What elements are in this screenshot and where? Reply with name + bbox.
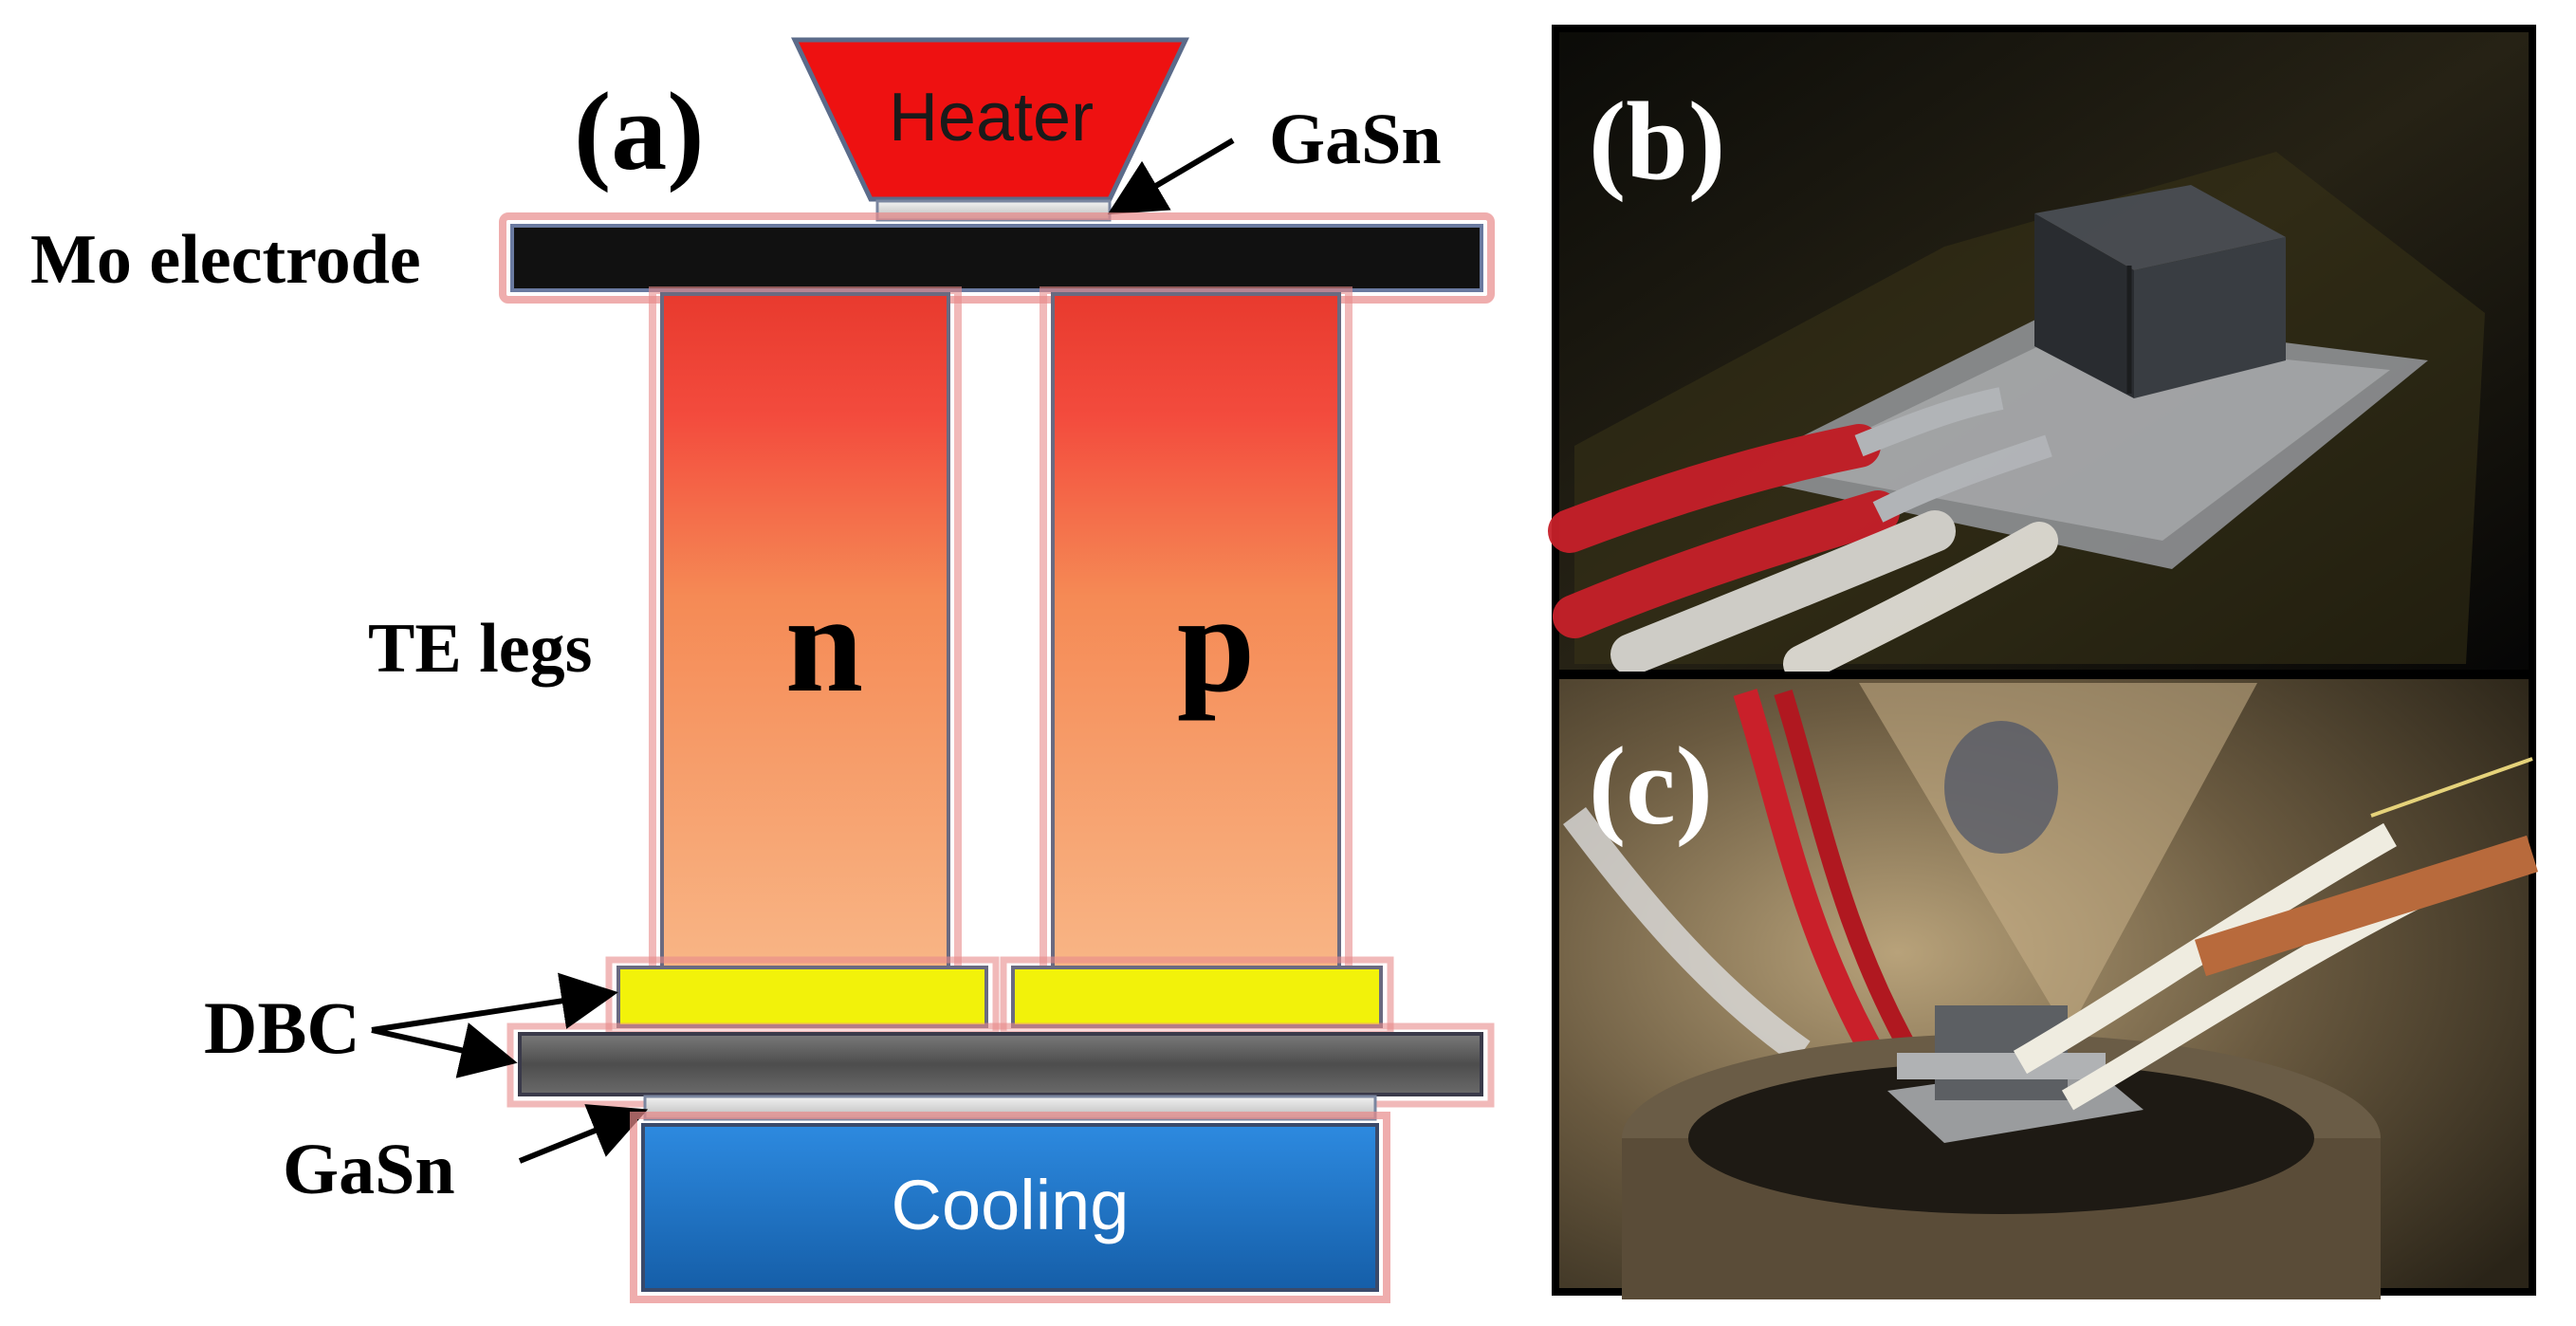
te-legs-label: TE legs [368, 610, 592, 688]
n-leg-label: n [785, 566, 863, 722]
gasn-top-arrow [1107, 138, 1235, 215]
dbc-plate [518, 1032, 1483, 1096]
thermoelectric-module-photo-icon [1548, 152, 2485, 683]
gasn-bottom-arrow [518, 1104, 649, 1164]
panel-b-label: (b) [1589, 79, 1725, 203]
panel-b-photo: (b) [1548, 25, 2536, 683]
mo-electrode-glow [499, 212, 1495, 304]
dbc-arrow-pad [371, 972, 618, 1033]
dbc-pad-left [616, 966, 988, 1028]
cooling-glow [630, 1112, 1390, 1303]
gasn-bottom-label: GaSn [283, 1130, 455, 1209]
heater-block: Heater [791, 37, 1189, 202]
panel-a-schematic: (a) Heater GaSn Mo electrode n p TE legs… [30, 37, 1495, 1303]
dbc-label: DBC [204, 986, 360, 1069]
heater-label: Heater [889, 80, 1094, 156]
cooling-label: Cooling [892, 1166, 1130, 1244]
mo-electrode [510, 224, 1483, 292]
cooling-block [641, 1123, 1379, 1292]
panel-c-photo: (c) [1552, 672, 2538, 1299]
gasn-top-label: GaSn [1269, 100, 1442, 179]
dbc-arrow-plate [371, 1022, 518, 1078]
p-leg [1051, 292, 1341, 969]
measurement-setup-photo-icon [1563, 683, 2538, 1299]
panel-a-label: (a) [574, 69, 705, 193]
p-leg-label: p [1177, 566, 1255, 722]
panel-c-label: (c) [1589, 724, 1713, 848]
dbc-pad-right [1011, 966, 1383, 1028]
mo-electrode-label: Mo electrode [30, 221, 421, 299]
